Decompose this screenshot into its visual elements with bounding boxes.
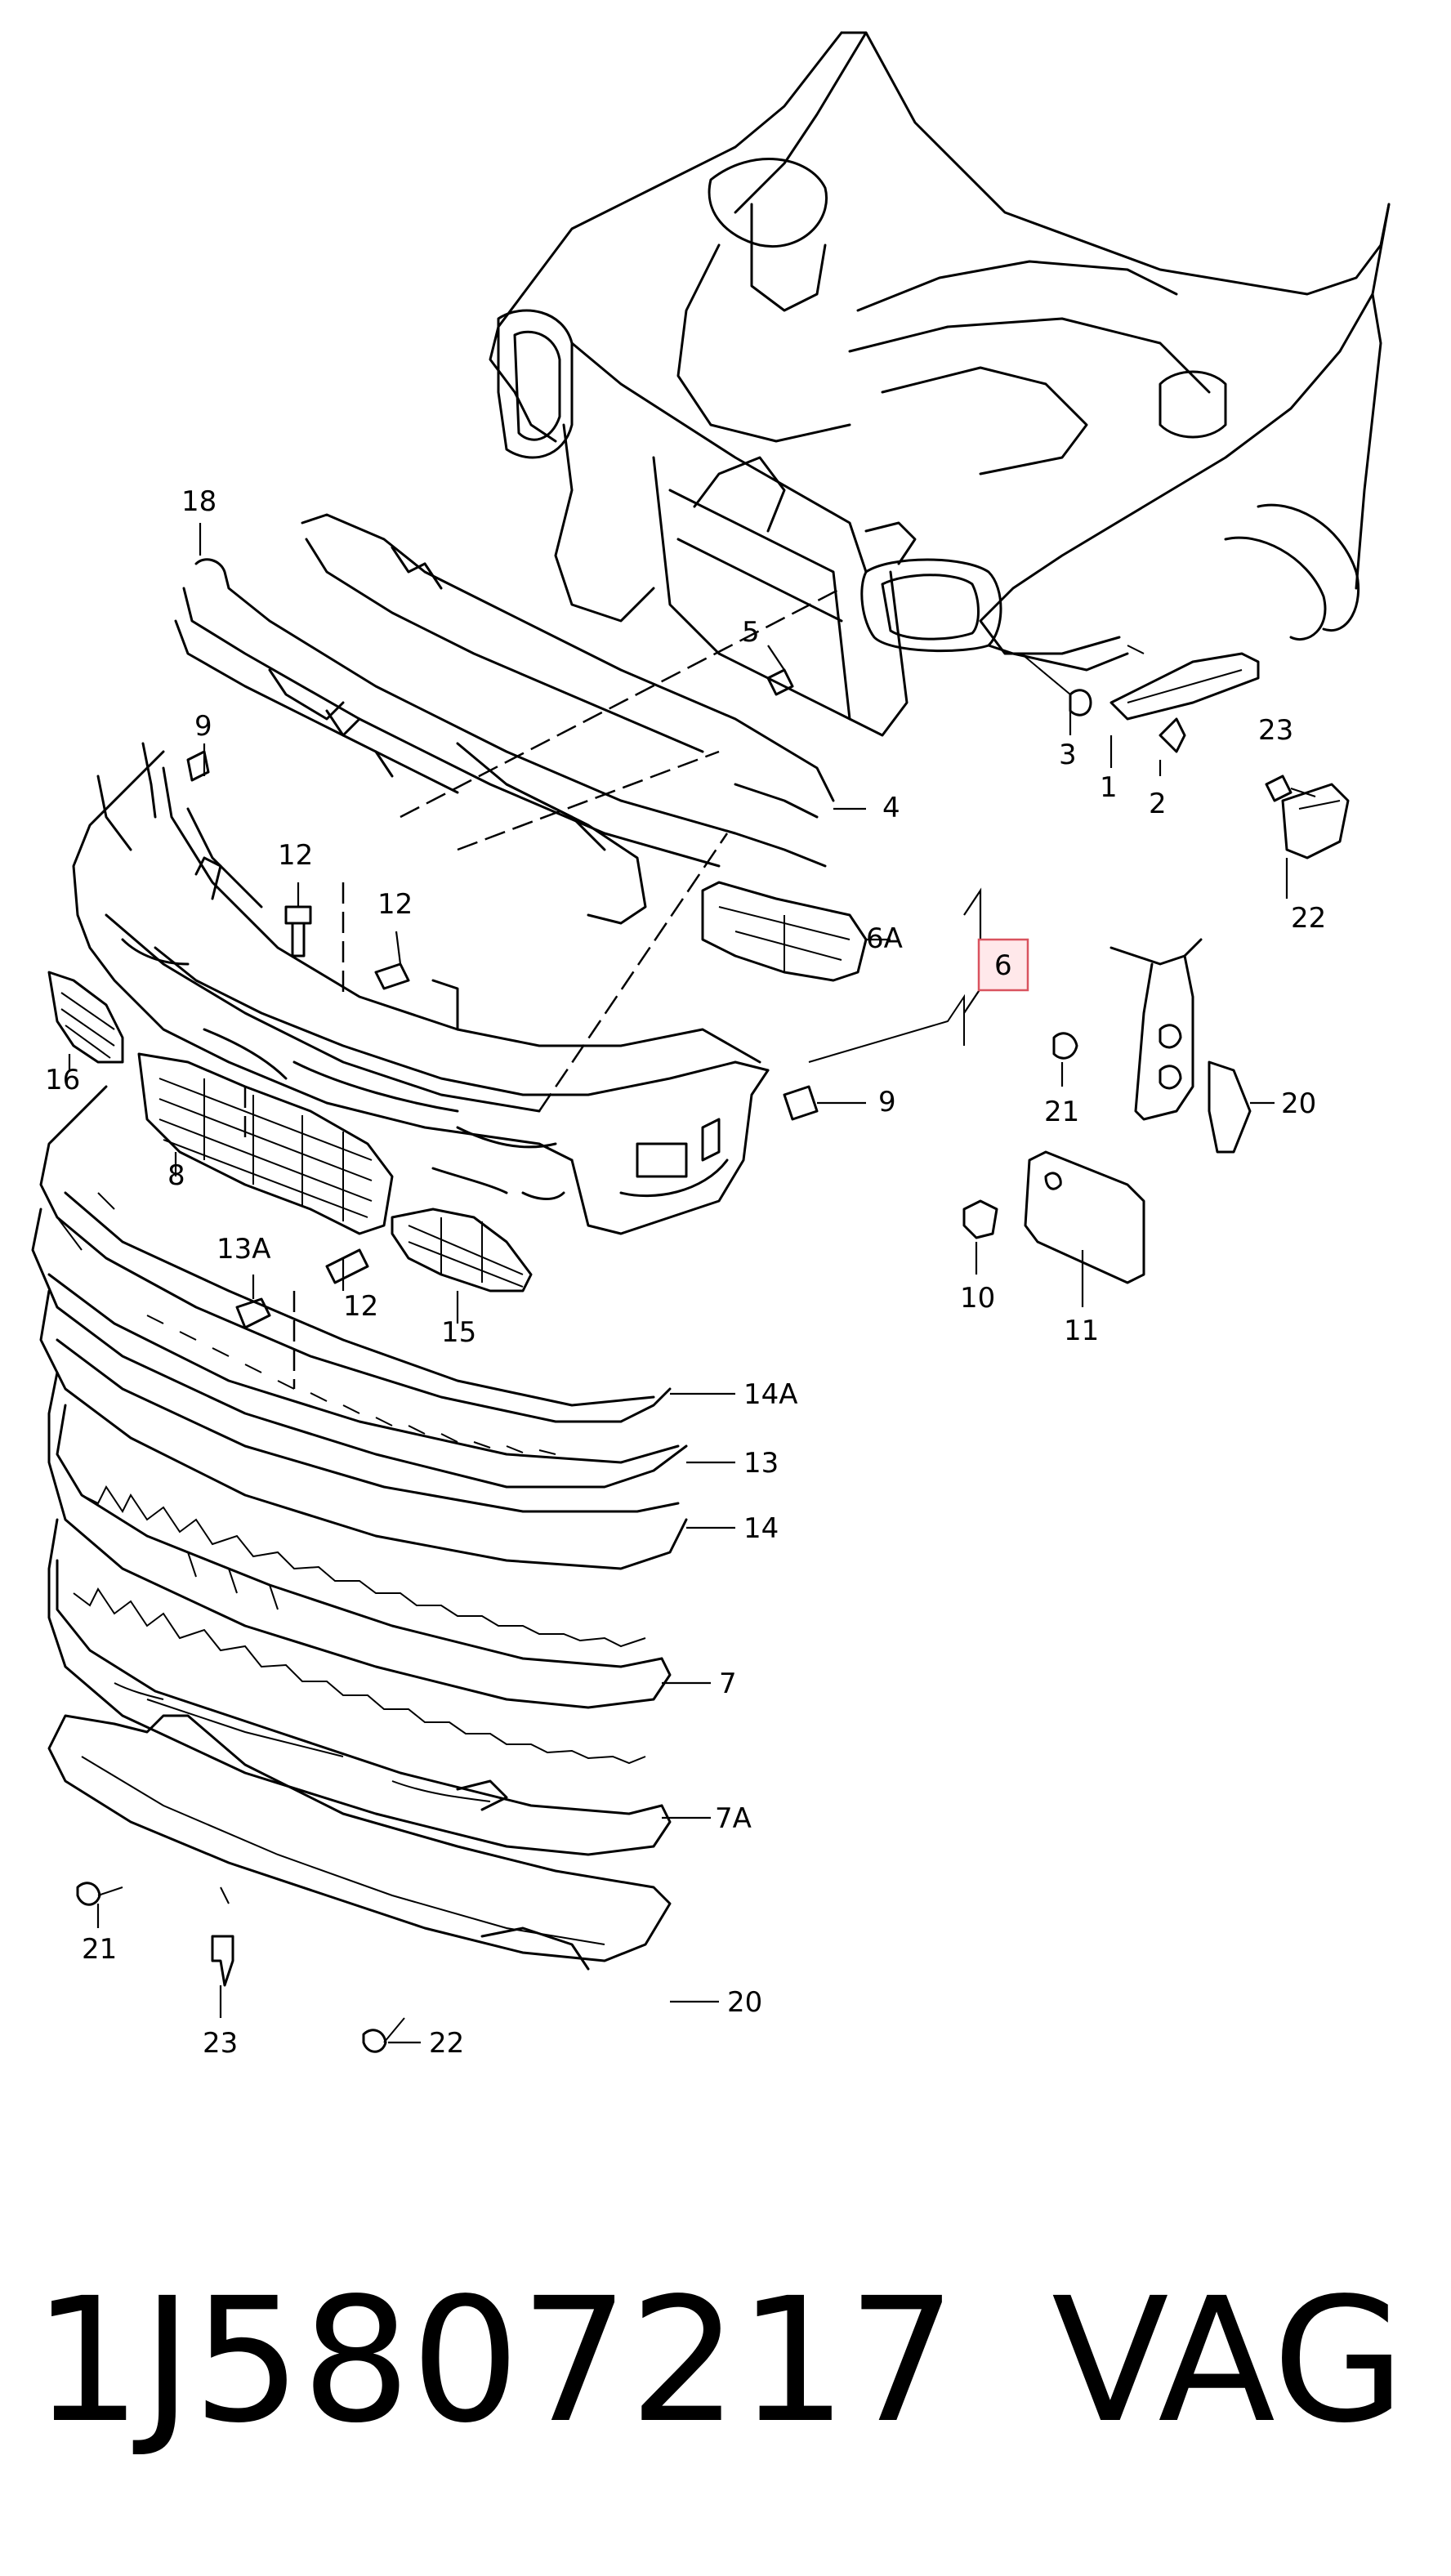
label-18: 18 xyxy=(181,485,217,518)
part-18-upper-strip xyxy=(174,558,827,868)
label-6a: 6A xyxy=(866,922,903,955)
callout-6-highlight[interactable]: 6 xyxy=(977,938,1029,992)
label-10: 10 xyxy=(960,1282,995,1315)
label-5: 5 xyxy=(742,616,760,649)
label-6[interactable]: 6 xyxy=(994,949,1012,982)
label-9-right: 9 xyxy=(878,1086,896,1118)
label-1: 1 xyxy=(1100,771,1118,804)
label-22-right: 22 xyxy=(1291,902,1326,935)
label-3: 3 xyxy=(1059,739,1077,771)
parts-10-11-plate xyxy=(962,1150,1145,1284)
part-7-spoiler xyxy=(47,1371,672,1709)
part-4-beam xyxy=(301,513,835,925)
callout-6-box[interactable] xyxy=(977,938,1029,992)
label-2: 2 xyxy=(1149,788,1167,820)
label-7a: 7A xyxy=(715,1802,752,1835)
label-23-bottom: 23 xyxy=(203,2027,238,2060)
part-20-right-bracket xyxy=(1052,938,1252,1154)
label-11: 11 xyxy=(1064,1315,1099,1347)
bumper-cover xyxy=(72,742,770,1235)
trim-strips xyxy=(31,1085,688,1570)
label-12-a: 12 xyxy=(278,839,313,872)
part-8-grille xyxy=(137,1052,394,1235)
part-7a-spoiler xyxy=(47,1518,672,1856)
label-15: 15 xyxy=(441,1316,476,1349)
label-20-bottom: 20 xyxy=(727,1986,762,2019)
label-21-right: 21 xyxy=(1044,1096,1079,1128)
leader-lines xyxy=(68,523,1288,2044)
label-14: 14 xyxy=(743,1512,779,1545)
part-16-grille-insert xyxy=(47,971,124,1064)
label-14a: 14A xyxy=(743,1378,798,1411)
fasteners xyxy=(76,668,819,2053)
label-8: 8 xyxy=(167,1159,185,1192)
parts-22-23-bracket xyxy=(1265,775,1350,859)
brand-name: VAG xyxy=(1051,2261,1405,2461)
callout-labels: 18 4 5 3 1 2 23 22 6A 20 21 10 11 9 9 12… xyxy=(45,485,1326,2060)
label-4: 4 xyxy=(882,792,900,824)
part-number-footer: 1J5807217 VAG xyxy=(33,2255,1422,2467)
label-23-right: 23 xyxy=(1258,714,1293,747)
label-12-b: 12 xyxy=(377,888,413,921)
label-21-bottom: 21 xyxy=(82,1933,117,1966)
car-body-drawing xyxy=(489,31,1391,737)
label-9-top: 9 xyxy=(194,710,212,743)
label-13: 13 xyxy=(743,1447,779,1480)
parts-1-2-3 xyxy=(1020,645,1260,753)
label-7: 7 xyxy=(719,1667,737,1700)
label-12-c: 12 xyxy=(343,1290,378,1323)
part-20-underbody xyxy=(47,1714,672,1971)
label-13a: 13A xyxy=(217,1233,271,1266)
part-15-fog-grille xyxy=(391,1208,533,1292)
dashed-guides xyxy=(243,587,965,1389)
part-6a-bracket xyxy=(701,881,868,982)
label-16: 16 xyxy=(45,1064,80,1096)
label-20-right: 20 xyxy=(1281,1087,1316,1120)
label-22-bottom: 22 xyxy=(429,2027,464,2060)
part-number: 1J5807217 xyxy=(33,2261,957,2461)
